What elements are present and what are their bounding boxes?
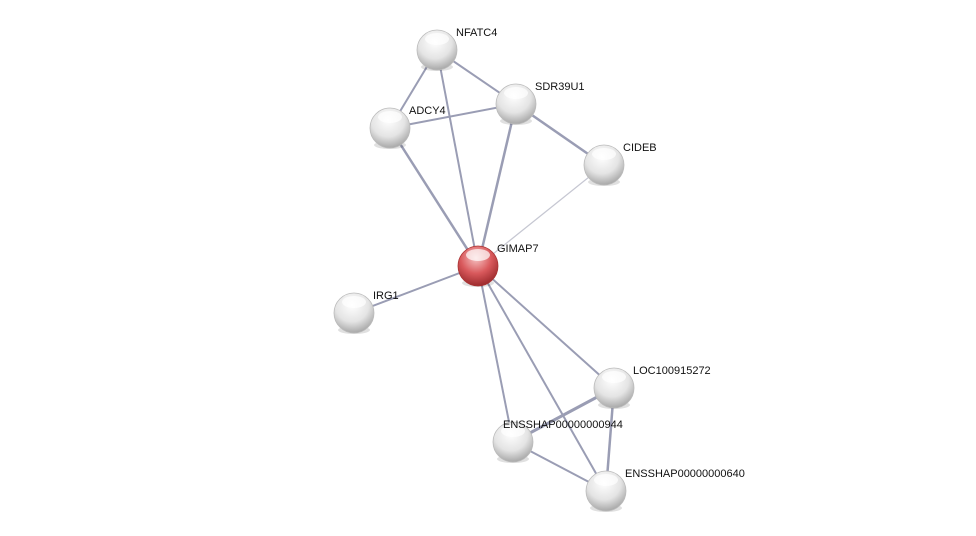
node-cideb[interactable]: CIDEB <box>583 142 657 186</box>
node-gimap7[interactable]: GIMAP7 <box>457 243 539 287</box>
node-adcy4[interactable]: ADCY4 <box>369 105 446 149</box>
node-label: GIMAP7 <box>497 243 539 255</box>
node-label: ADCY4 <box>409 105 446 117</box>
node-highlight <box>342 296 366 308</box>
node-label: LOC100915272 <box>633 365 711 377</box>
node-highlight <box>504 87 528 99</box>
node-highlight <box>602 371 626 383</box>
edge-nfatc4-gimap7[interactable] <box>436 49 479 267</box>
edge-gimap7-ensshap00000000944[interactable] <box>477 265 514 443</box>
node-highlight <box>425 33 449 45</box>
edge-gimap7-loc100915272[interactable] <box>477 265 615 389</box>
node-highlight <box>466 249 490 261</box>
edge-adcy4-gimap7[interactable] <box>388 127 480 267</box>
node-highlight <box>594 474 618 486</box>
node-sdr39u1[interactable]: SDR39U1 <box>495 81 585 125</box>
edge-adcy4-sdr39u1[interactable] <box>389 103 517 129</box>
edge-gimap7-ensshap00000000640[interactable] <box>477 265 607 492</box>
node-highlight <box>378 111 402 123</box>
node-nfatc4[interactable]: NFATC4 <box>416 27 497 71</box>
node-label: ENSSHAP00000000944 <box>503 419 623 431</box>
node-ensshap00000000944[interactable]: ENSSHAP00000000944 <box>492 419 623 463</box>
node-label: CIDEB <box>623 142 657 154</box>
node-highlight <box>592 148 616 160</box>
node-ensshap00000000640[interactable]: ENSSHAP00000000640 <box>585 468 745 512</box>
edge-cideb-gimap7[interactable] <box>477 164 605 267</box>
node-label: SDR39U1 <box>535 81 585 93</box>
edge-sdr39u1-gimap7[interactable] <box>476 103 518 267</box>
node-label: ENSSHAP00000000640 <box>625 468 745 480</box>
edge-gimap7-irg1[interactable] <box>353 265 479 314</box>
node-irg1[interactable]: IRG1 <box>333 290 399 334</box>
node-label: IRG1 <box>373 290 399 302</box>
node-highlight <box>501 425 525 437</box>
node-label: NFATC4 <box>456 27 497 39</box>
node-loc100915272[interactable]: LOC100915272 <box>593 365 711 409</box>
